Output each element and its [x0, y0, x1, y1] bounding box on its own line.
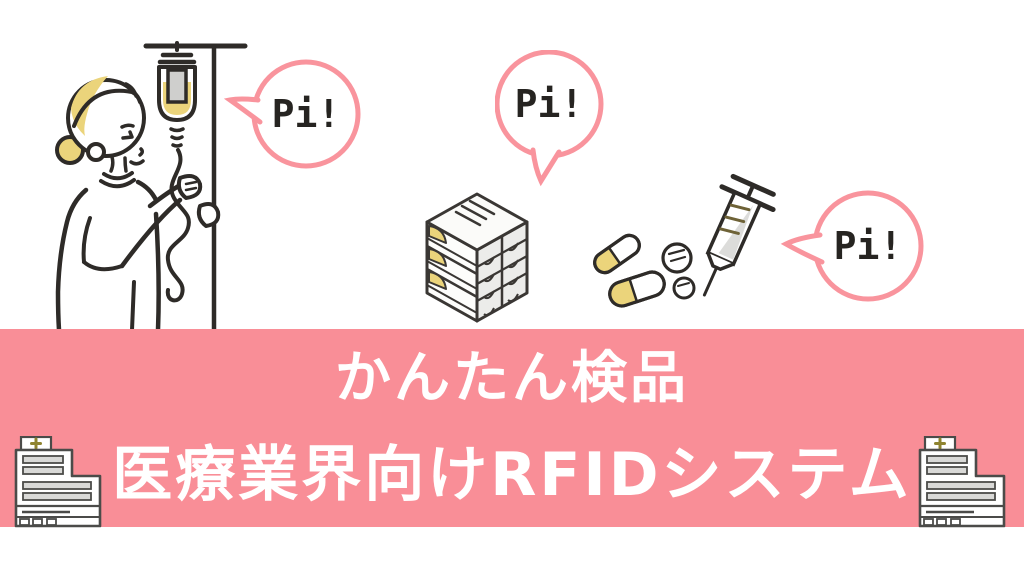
bubble-label: Pi! — [515, 82, 584, 126]
iv-bag-label — [166, 68, 188, 104]
medical-cross-icon — [934, 437, 946, 450]
hand-on-pole — [196, 202, 221, 228]
hand-on-tube — [176, 174, 203, 200]
hair-highlight — [71, 76, 108, 136]
box-tape-lines — [454, 199, 496, 227]
plunger-top — [730, 173, 776, 197]
ear — [86, 142, 106, 162]
capsule-1 — [593, 233, 641, 275]
bubble-tail — [223, 96, 263, 125]
box-yellow-labels — [428, 225, 447, 290]
banner-title-line2: 医療業界向けRFIDシステム — [112, 440, 912, 510]
speech-bubble-syringe: Pi! — [780, 190, 924, 302]
hospital-icon — [14, 436, 102, 528]
iv-stand — [143, 41, 248, 330]
body-outline — [55, 187, 89, 330]
medical-cross-icon — [30, 437, 42, 450]
bubble-label: Pi! — [834, 224, 903, 268]
medicine-boxes-illustration — [425, 192, 529, 323]
capsule-2 — [608, 270, 666, 308]
graduation-marks — [719, 203, 751, 235]
nurse-with-iv-illustration — [55, 41, 248, 330]
iv-tube — [165, 148, 191, 303]
speech-bubble-iv: Pi! — [223, 59, 361, 169]
speech-bubble-boxes: Pi! — [495, 50, 604, 187]
bubble-label: Pi! — [272, 92, 341, 136]
eye — [121, 130, 134, 140]
bubble-tail — [780, 232, 825, 265]
title-banner — [0, 329, 1024, 528]
syringe-illustration — [702, 173, 776, 297]
hospital-icon — [918, 436, 1006, 528]
box-notches — [483, 242, 519, 317]
bubble-tail — [530, 147, 562, 187]
smile — [129, 159, 145, 166]
banner-title-line1: かんたん検品 — [335, 346, 689, 411]
pills-illustration — [593, 233, 696, 308]
nurse — [55, 76, 221, 330]
needle — [702, 266, 719, 297]
